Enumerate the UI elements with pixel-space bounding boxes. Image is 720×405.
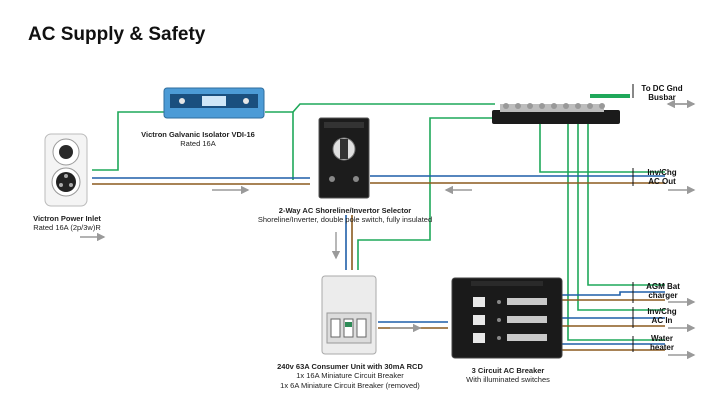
output-agm-charger: AGM Bat charger xyxy=(646,282,680,301)
galvanic-isolator-name: Victron Galvanic Isolator VDI-16 xyxy=(141,130,255,139)
selector-switch-name: 2-Way AC Shoreline/Invertor Selector xyxy=(278,206,412,215)
galvanic-isolator-image xyxy=(162,86,266,120)
consumer-unit-label: 240v 63A Consumer Unit with 30mA RCD 1x … xyxy=(255,362,445,390)
output-inv-ac-out: Inv/Chg AC Out xyxy=(647,168,677,187)
output-water-heater: Water heater xyxy=(649,334,674,353)
ac-breaker-label: 3 Circuit AC Breaker With illuminated sw… xyxy=(440,366,576,385)
power-inlet-detail: Rated 16A (2p/3w)R xyxy=(33,223,101,233)
live-wires xyxy=(92,182,665,351)
selector-switch-image xyxy=(318,117,370,199)
output-dc-gnd-busbar: To DC Gnd Busbar xyxy=(641,84,683,103)
flow-arrows xyxy=(80,99,696,360)
neutral-wires xyxy=(92,175,665,345)
power-inlet-name: Victron Power Inlet xyxy=(33,214,101,223)
selector-switch-label: 2-Way AC Shoreline/Invertor Selector Sho… xyxy=(240,206,450,225)
consumer-unit-image xyxy=(321,275,377,355)
consumer-unit-detail-2: 1x 6A Miniature Circuit Breaker (removed… xyxy=(280,380,420,390)
selector-switch-detail: Shoreline/Inverter, double pole switch, … xyxy=(257,215,433,225)
ac-breaker-panel-image xyxy=(451,277,563,359)
galvanic-isolator-label: Victron Galvanic Isolator VDI-16 Rated 1… xyxy=(130,130,266,149)
consumer-unit-detail-1: 1x 16A Miniature Circuit Breaker xyxy=(296,371,404,381)
page-title: AC Supply & Safety xyxy=(28,24,206,45)
power-inlet-image xyxy=(42,132,90,208)
consumer-unit-name: 240v 63A Consumer Unit with 30mA RCD xyxy=(277,362,423,371)
ground-busbar-image xyxy=(488,94,624,130)
galvanic-isolator-detail: Rated 16A xyxy=(180,139,216,149)
ac-breaker-name: 3 Circuit AC Breaker xyxy=(471,366,545,375)
power-inlet-label: Victron Power Inlet Rated 16A (2p/3w)R xyxy=(22,214,112,233)
earth-wires xyxy=(92,94,665,341)
ac-breaker-detail: With illuminated switches xyxy=(466,375,550,385)
output-inv-ac-in: Inv/Chg AC In xyxy=(647,307,677,326)
